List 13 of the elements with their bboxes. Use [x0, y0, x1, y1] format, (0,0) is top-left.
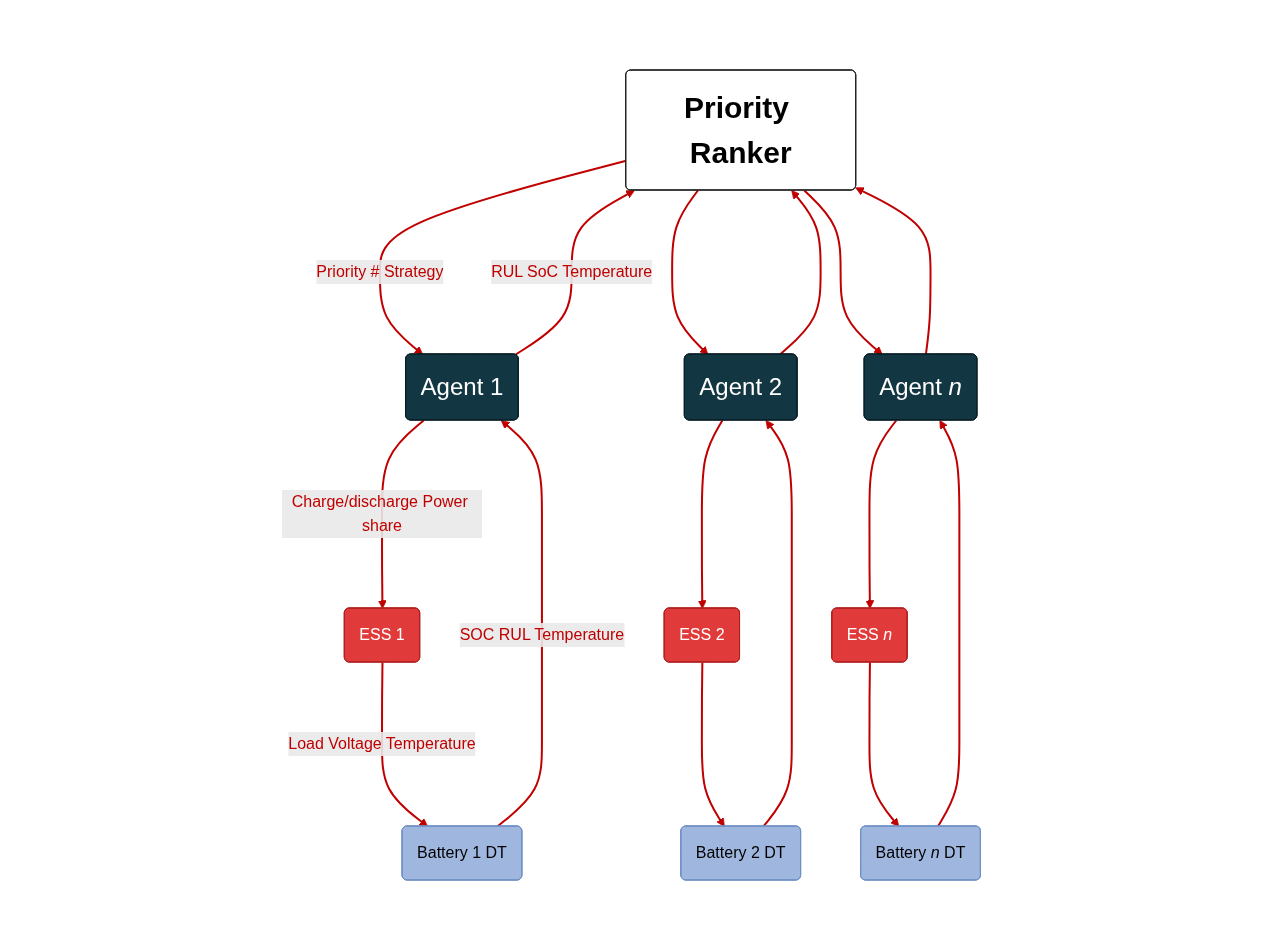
- arrow: [803, 189, 883, 355]
- edge-label: RUL SoC Temperature: [491, 263, 653, 280]
- edge-label: Charge/discharge Power share: [292, 492, 469, 534]
- edge-label: Load Voltage Temperature: [288, 734, 476, 752]
- arrow: [671, 189, 709, 355]
- edge-label: Priority # Strategy: [316, 263, 444, 280]
- arrow: [698, 419, 724, 609]
- arrow: [514, 190, 636, 356]
- arrow: [701, 661, 725, 827]
- arrow: [868, 661, 900, 827]
- arrow: [381, 661, 429, 827]
- arrow: [865, 419, 898, 609]
- edge-label: SOC RUL Temperature: [459, 625, 625, 643]
